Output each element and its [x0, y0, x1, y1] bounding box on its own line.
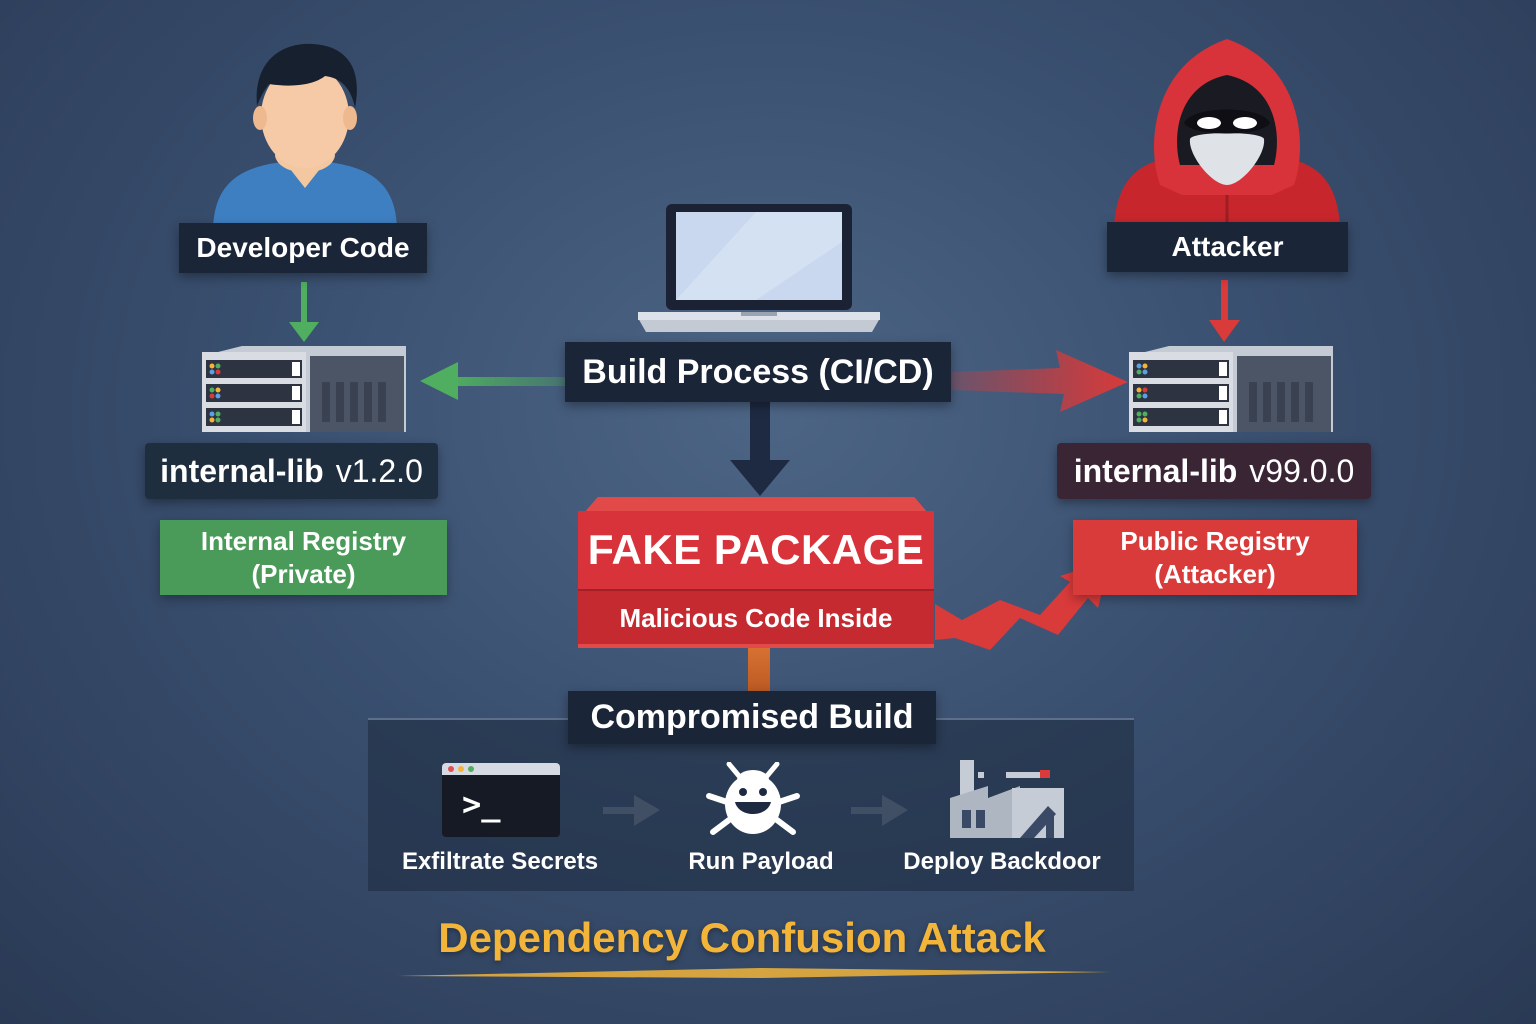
developer-avatar-icon [213, 43, 397, 228]
developer-code-label: Developer Code [179, 223, 427, 273]
fake-package-bottom: Malicious Code Inside [578, 589, 934, 646]
laptop-icon [638, 204, 880, 332]
fake-package-dash-left [592, 549, 612, 553]
build-to-public-arrow [952, 350, 1128, 412]
fake-package-subtitle: Malicious Code Inside [619, 603, 893, 633]
compromised-build-label: Compromised Build [568, 691, 936, 744]
public-registry-line1: Public Registry [1120, 525, 1310, 556]
factory-icon [950, 760, 1064, 838]
internal-registry: Internal Registry (Private) [160, 520, 447, 595]
public-lib-name: internal-lib [1073, 452, 1238, 489]
footer-underline [398, 968, 1110, 978]
bug-icon [706, 762, 800, 835]
build-to-fake-package-arrow [730, 402, 790, 496]
build-to-internal-arrow [420, 362, 565, 400]
fake-to-public-arrow [935, 560, 1110, 650]
build-process-label: Build Process (CI/CD) [565, 342, 951, 402]
server-icon [1129, 346, 1333, 432]
public-lib-version-number: v99.0.0 [1249, 452, 1355, 489]
footer-title: Dependency Confusion Attack [438, 914, 1046, 961]
fake-package-lid [584, 497, 928, 513]
internal-lib-version-number: v1.2.0 [335, 452, 423, 489]
terminal-prompt: >_ [462, 785, 501, 823]
internal-lib-name: internal-lib [160, 452, 324, 489]
fake-package: FAKE PACKAGE Malicious Code Inside [578, 497, 934, 648]
step-deploy-backdoor: Deploy Backdoor [903, 848, 1101, 875]
step-exfiltrate-secrets: Exfiltrate Secrets [401, 848, 599, 875]
public-lib-version: internal-lib v99.0.0 [1057, 443, 1371, 499]
server-icon [202, 346, 406, 432]
terminal-icon: >_ [442, 763, 560, 837]
developer-to-internal-arrow [289, 282, 319, 342]
internal-lib-version: internal-lib v1.2.0 [145, 443, 438, 499]
fake-package-base [578, 644, 934, 648]
internal-registry-line2: (Private) [251, 558, 356, 589]
fake-package-dash-right [900, 549, 920, 553]
hacker-avatar-icon [1114, 39, 1340, 225]
fake-to-compromised-connector [748, 648, 770, 692]
fake-package-top: FAKE PACKAGE [578, 511, 934, 589]
attacker-label: Attacker [1107, 222, 1348, 272]
internal-registry-line1: Internal Registry [200, 525, 407, 556]
fake-package-title: FAKE PACKAGE [587, 526, 925, 573]
step-run-payload: Run Payload [688, 848, 834, 875]
public-registry-line2: (Attacker) [1154, 558, 1276, 589]
attacker-to-public-arrow [1209, 280, 1240, 342]
public-registry: Public Registry (Attacker) [1073, 520, 1357, 595]
